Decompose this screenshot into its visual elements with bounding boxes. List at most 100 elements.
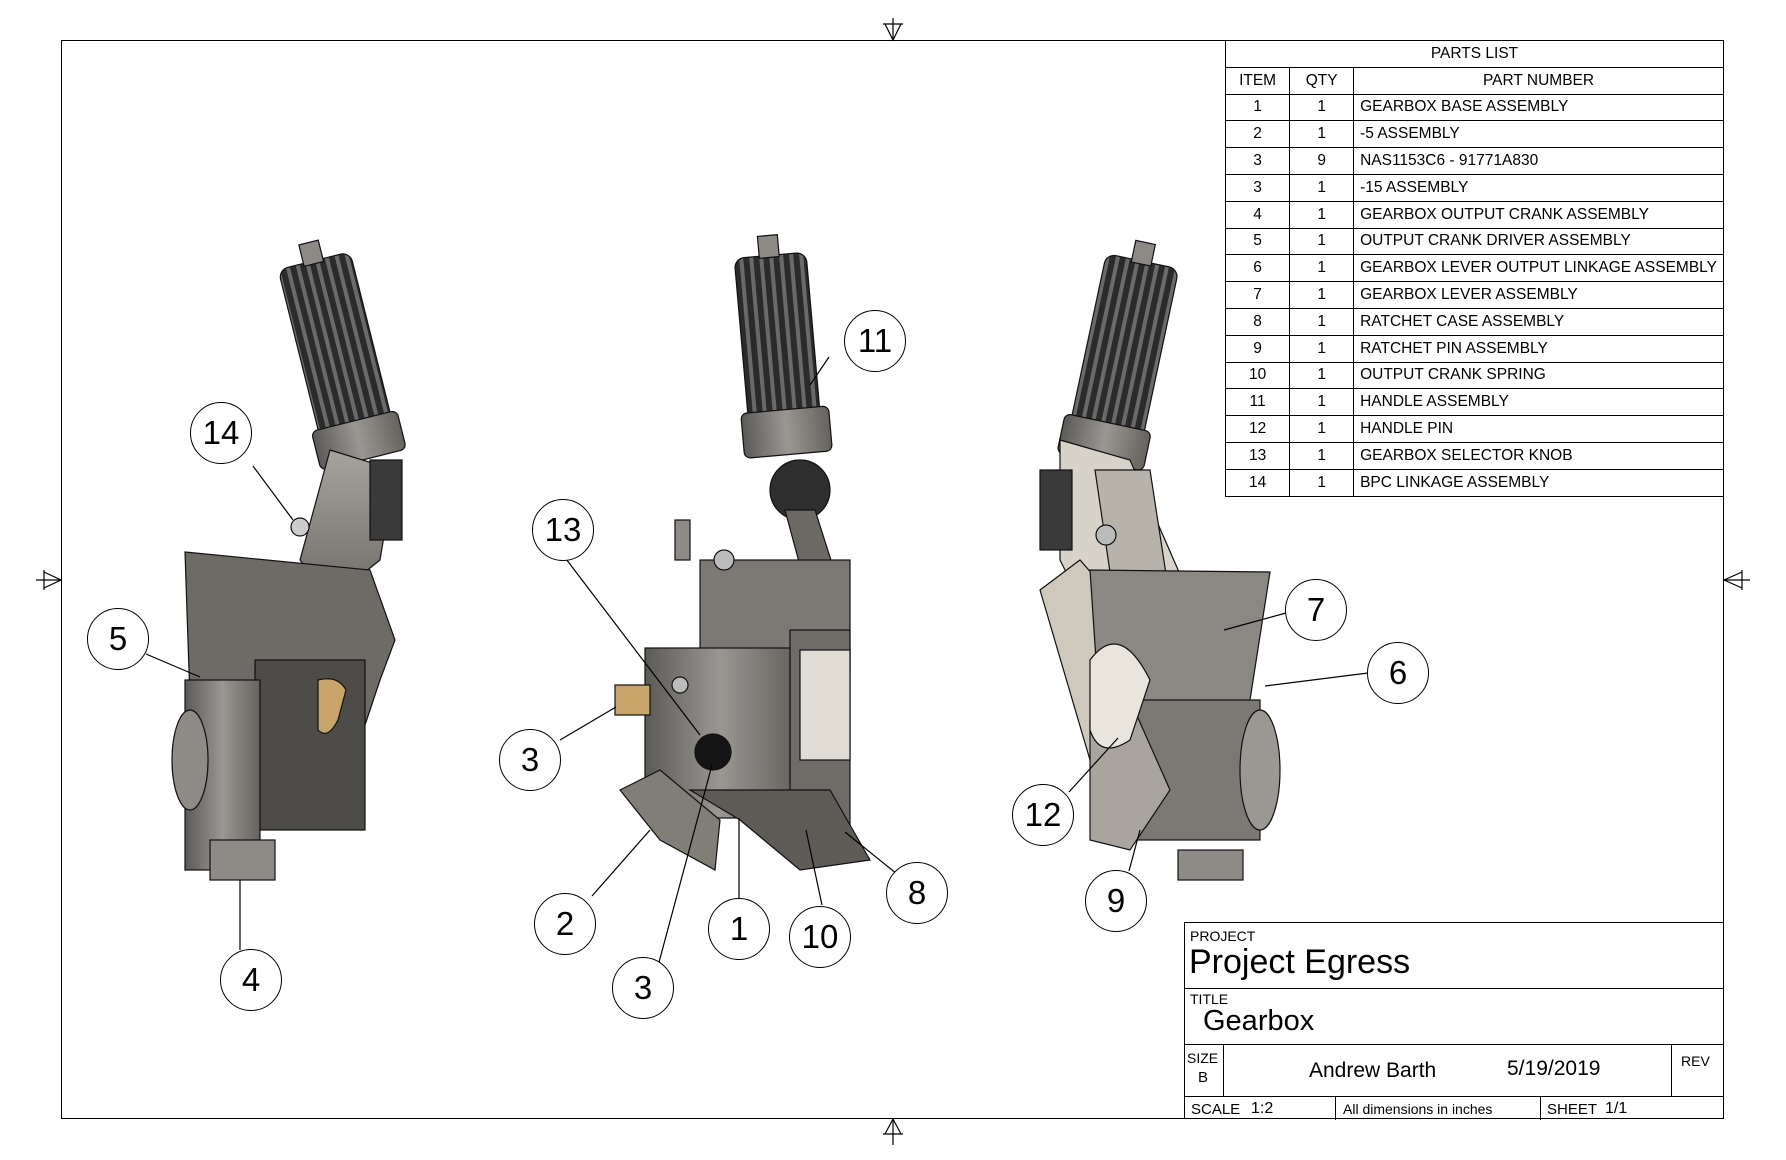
title-label: TITLE (1190, 991, 1229, 1007)
part-number-cell: GEARBOX SELECTOR KNOB (1353, 441, 1724, 470)
balloon-11: 11 (844, 310, 906, 372)
part-number-cell: GEARBOX LEVER ASSEMBLY (1353, 281, 1724, 309)
part-qty-cell: 1 (1289, 468, 1355, 497)
part-item-cell: 9 (1224, 334, 1291, 363)
part-item-cell: 12 (1224, 415, 1291, 443)
part-number-cell: -5 ASSEMBLY (1353, 120, 1724, 149)
author-name: Andrew Barth (1309, 1059, 1437, 1082)
balloon-7: 7 (1285, 579, 1347, 641)
balloon-4: 4 (220, 949, 282, 1011)
project-label: PROJECT (1190, 928, 1256, 944)
right-assembly-view (1039, 239, 1281, 881)
col-header-part-number: PART NUMBER (1353, 66, 1724, 95)
part-qty-cell: 1 (1289, 200, 1355, 229)
balloon-10: 10 (789, 906, 851, 968)
part-item-cell: 10 (1224, 361, 1291, 390)
part-qty-cell: 1 (1289, 281, 1355, 309)
part-item-cell: 13 (1224, 441, 1291, 470)
part-item-cell: 1 (1224, 93, 1291, 122)
part-item-cell: 3 (1224, 147, 1291, 175)
part-qty-cell: 1 (1289, 388, 1355, 417)
part-qty-cell: 9 (1289, 147, 1355, 175)
scale-label: SCALE (1191, 1101, 1241, 1118)
part-qty-cell: 1 (1289, 334, 1355, 363)
part-number-cell: RATCHET CASE ASSEMBLY (1353, 307, 1724, 336)
balloon-12: 12 (1012, 784, 1074, 846)
part-item-cell: 5 (1224, 227, 1291, 256)
balloon-3: 3 (499, 729, 561, 791)
part-qty-cell: 1 (1289, 120, 1355, 149)
size-label: SIZE (1187, 1050, 1219, 1066)
part-number-cell: OUTPUT CRANK DRIVER ASSEMBLY (1353, 227, 1724, 256)
drawing-date: 5/19/2019 (1507, 1057, 1601, 1080)
part-number-cell: HANDLE PIN (1353, 415, 1724, 443)
balloon-2: 2 (534, 893, 596, 955)
balloon-14: 14 (190, 402, 252, 464)
size-value: B (1198, 1069, 1209, 1086)
part-number-cell: GEARBOX BASE ASSEMBLY (1353, 93, 1724, 122)
leader-lines (145, 356, 1369, 967)
rev-label: REV (1681, 1053, 1710, 1069)
balloon-1: 1 (708, 898, 770, 960)
balloon-6: 6 (1367, 642, 1429, 704)
part-number-cell: BPC LINKAGE ASSEMBLY (1353, 468, 1724, 497)
part-qty-cell: 1 (1289, 93, 1355, 122)
part-qty-cell: 1 (1289, 307, 1355, 336)
scale-value: 1:2 (1251, 1100, 1274, 1117)
drawing-frame (61, 40, 1724, 1119)
left-assembly-view (171, 239, 406, 881)
project-name: Project Egress (1189, 943, 1411, 981)
part-qty-cell: 1 (1289, 173, 1355, 202)
col-header-qty: QTY (1289, 66, 1355, 95)
units-note: All dimensions in inches (1343, 1101, 1493, 1117)
part-item-cell: 4 (1224, 200, 1291, 229)
part-number-cell: GEARBOX OUTPUT CRANK ASSEMBLY (1353, 200, 1724, 229)
part-number-cell: NAS1153C6 - 91771A830 (1353, 147, 1724, 175)
part-number-cell: GEARBOX LEVER OUTPUT LINKAGE ASSEMBLY (1353, 254, 1724, 283)
center-assembly-view (614, 234, 871, 871)
col-header-item: ITEM (1224, 66, 1291, 95)
part-number-cell: RATCHET PIN ASSEMBLY (1353, 334, 1724, 363)
part-item-cell: 7 (1224, 281, 1291, 309)
part-item-cell: 14 (1224, 468, 1291, 497)
part-qty-cell: 1 (1289, 415, 1355, 443)
title-block: PROJECT Project Egress TITLE Gearbox SIZ… (1184, 922, 1724, 1120)
part-qty-cell: 1 (1289, 361, 1355, 390)
part-number-cell: OUTPUT CRANK SPRING (1353, 361, 1724, 390)
balloon-3-lower: 3 (612, 957, 674, 1019)
part-number-cell: HANDLE ASSEMBLY (1353, 388, 1724, 417)
part-qty-cell: 1 (1289, 254, 1355, 283)
balloon-9: 9 (1085, 870, 1147, 932)
balloon-13: 13 (532, 499, 594, 561)
part-qty-cell: 1 (1289, 441, 1355, 470)
part-item-cell: 11 (1224, 388, 1291, 417)
sheet-label: SHEET (1547, 1101, 1598, 1118)
balloon-5: 5 (87, 608, 149, 670)
balloon-8: 8 (886, 862, 948, 924)
part-item-cell: 3 (1224, 173, 1291, 202)
sheet-value: 1/1 (1605, 1100, 1628, 1117)
part-item-cell: 2 (1224, 120, 1291, 149)
drawing-title: Gearbox (1203, 1005, 1315, 1037)
part-item-cell: 6 (1224, 254, 1291, 283)
part-qty-cell: 1 (1289, 227, 1355, 256)
